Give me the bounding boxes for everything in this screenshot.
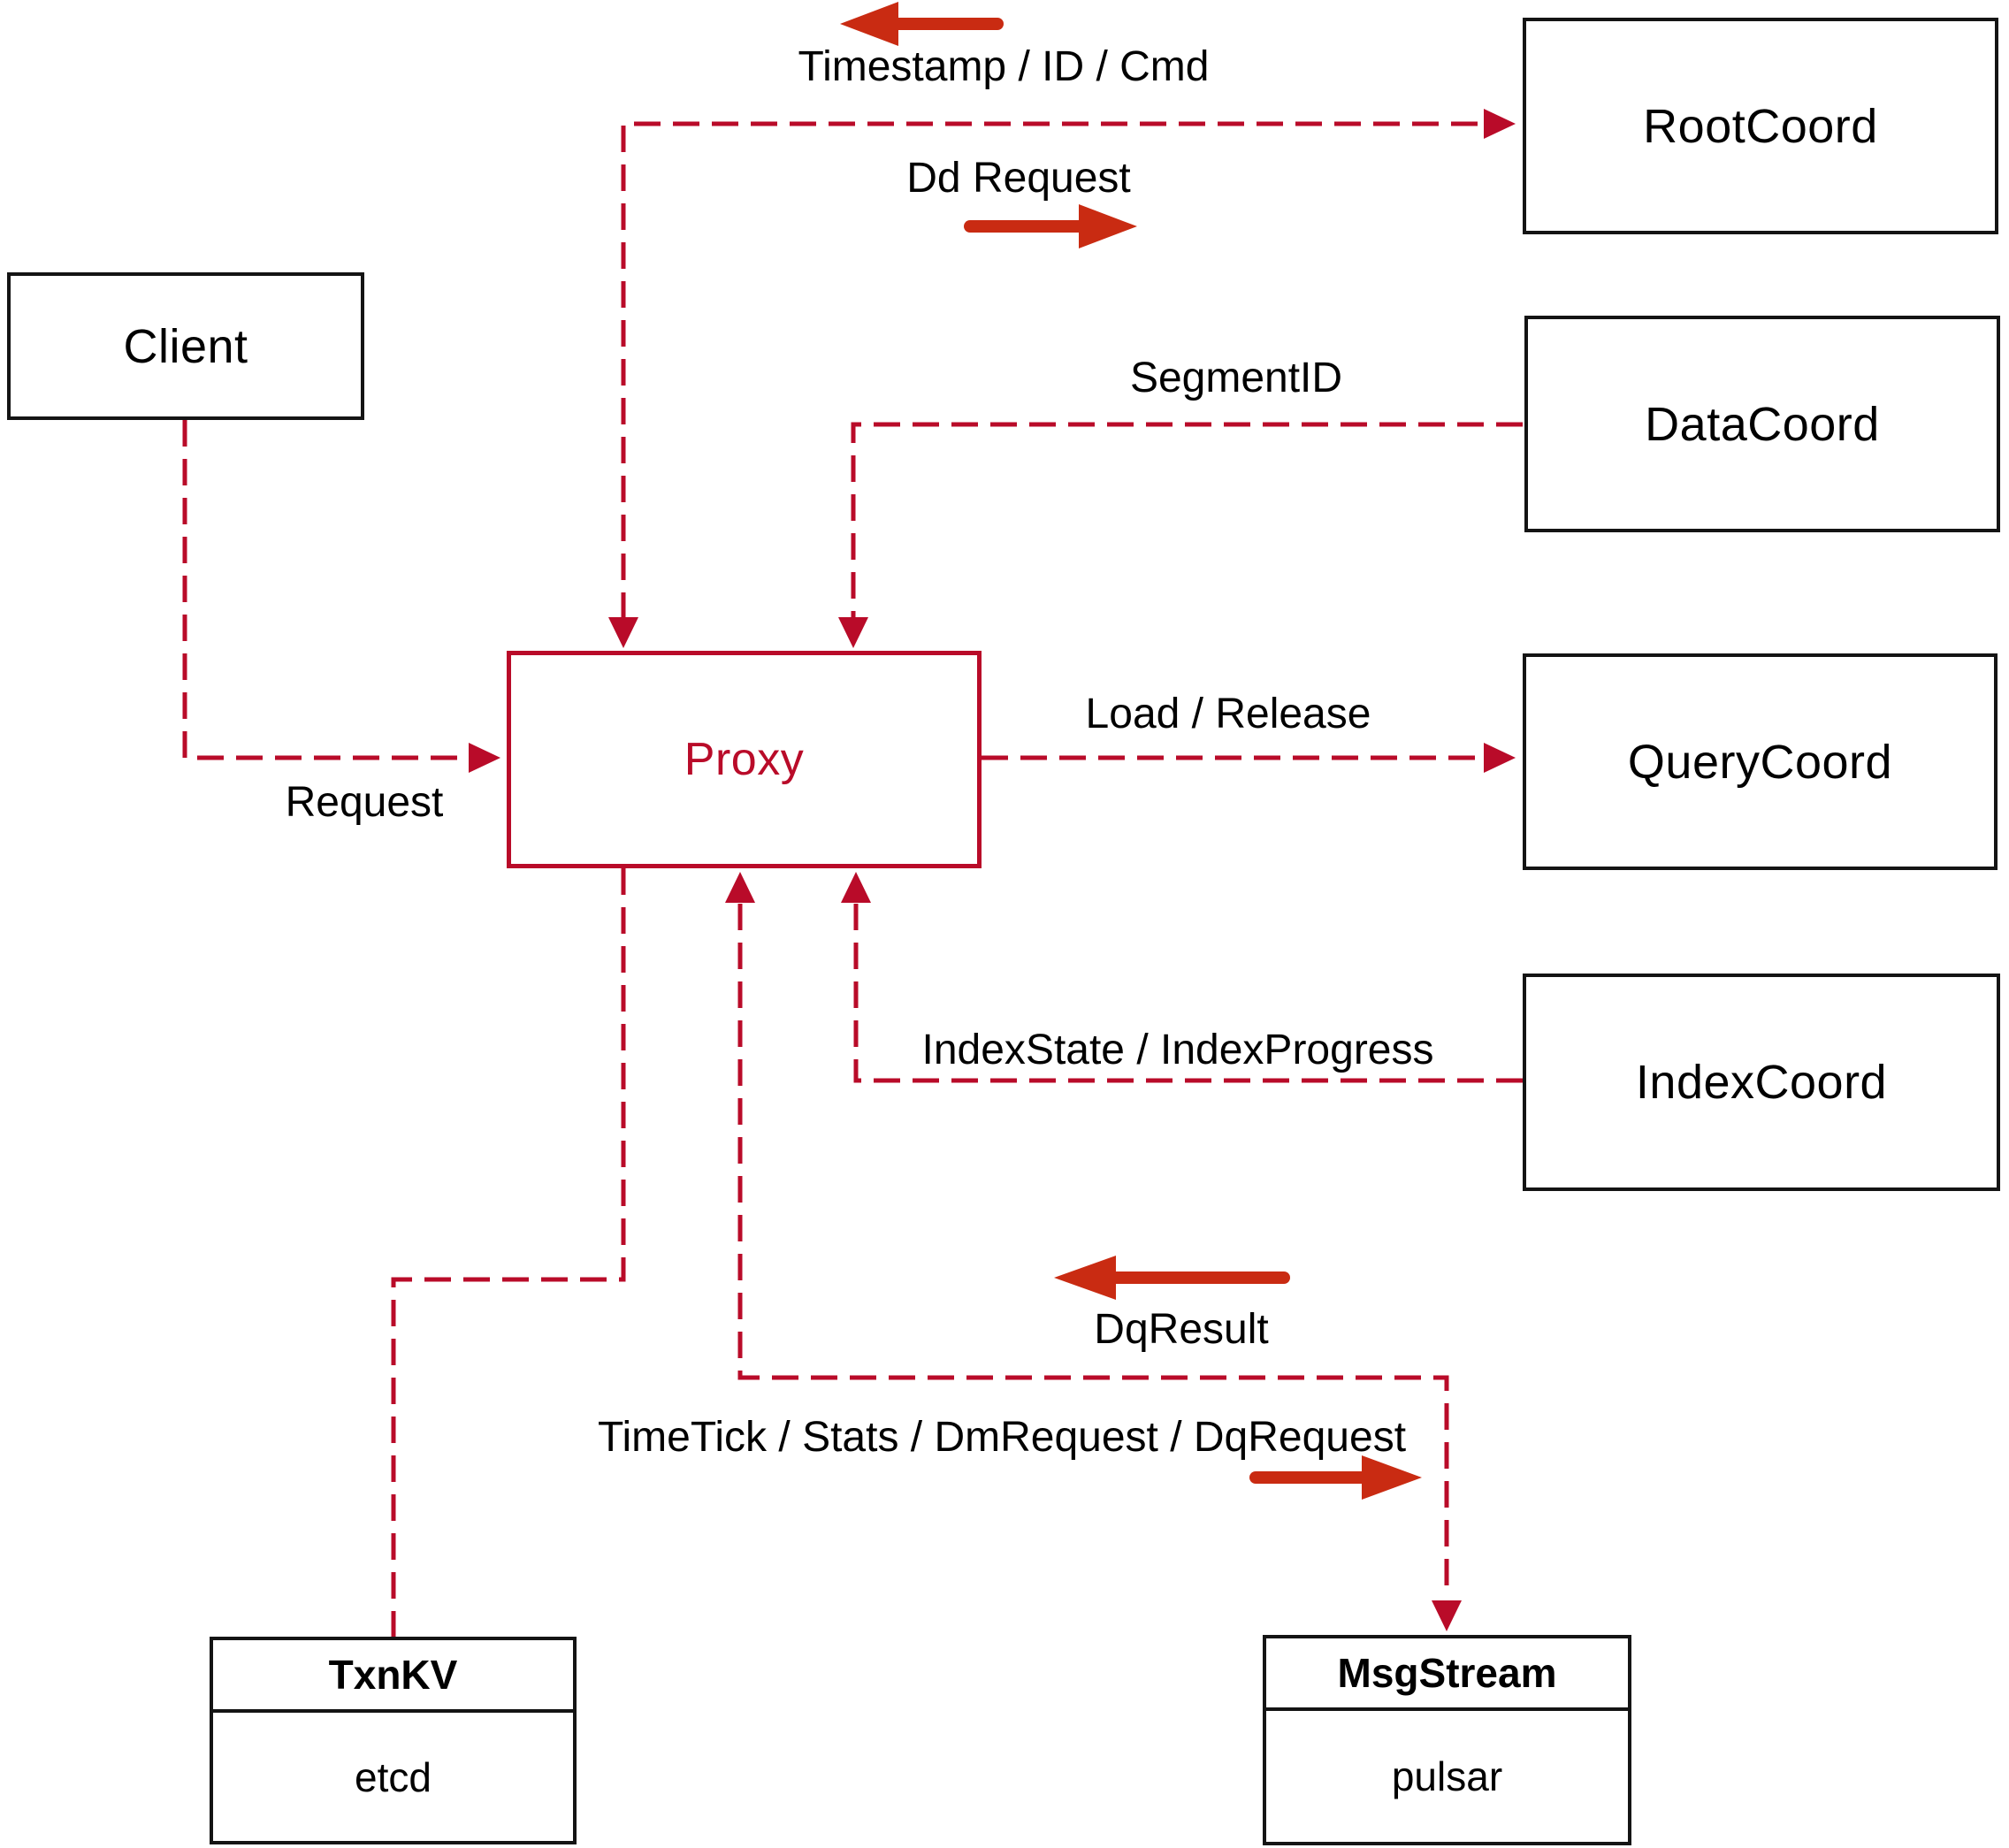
arrowhead-into-proxy-bottom-left-icon <box>725 872 755 903</box>
edge-arrowheads <box>469 109 1516 1631</box>
index-state-progress-label: IndexState / IndexProgress <box>921 1027 1434 1073</box>
arrowhead-into-rootcoord-icon <box>1484 109 1516 139</box>
indexcoord-label: IndexCoord <box>1635 1056 1888 1109</box>
arrowhead-into-msgstream-icon <box>1432 1600 1462 1631</box>
rootcoord-node: RootCoord <box>1523 18 1998 234</box>
arrowhead-into-proxy-top-right-icon <box>838 617 868 648</box>
proxy-node: Proxy <box>507 651 982 868</box>
timestamp-direction-arrow-left-icon <box>840 2 898 46</box>
arrowhead-into-proxy-left-icon <box>469 743 500 773</box>
querycoord-label: QueryCoord <box>1627 735 1893 789</box>
edge-indexcoord-proxy-line <box>853 904 1523 1083</box>
client-label: Client <box>123 319 248 373</box>
datacoord-node: DataCoord <box>1524 316 2000 532</box>
edge-proxy-txnkv-line <box>391 868 626 1637</box>
msgstream-node: MsgStream pulsar <box>1263 1635 1631 1845</box>
timestamp-id-cmd-label: Timestamp / ID / Cmd <box>798 43 1210 90</box>
edge-datacoord-proxy-line <box>851 422 1523 619</box>
direction-arrows <box>840 2 1422 1500</box>
dd-request-label: Dd Request <box>906 155 1131 202</box>
arrowhead-into-querycoord-icon <box>1484 743 1516 773</box>
edge-client-proxy-line <box>182 420 468 760</box>
dd-request-direction-arrow-right-icon <box>1079 204 1137 248</box>
txnkv-node: TxnKV etcd <box>210 1637 577 1844</box>
dq-result-label: DqResult <box>1094 1306 1269 1353</box>
msgstream-impl: pulsar <box>1391 1753 1503 1799</box>
datacoord-label: DataCoord <box>1645 397 1880 451</box>
txnkv-title: TxnKV <box>213 1640 573 1713</box>
time-tick-direction-arrow-right-icon <box>1362 1455 1422 1500</box>
rootcoord-label: RootCoord <box>1643 99 1878 153</box>
client-node: Client <box>7 272 364 420</box>
msgstream-title: MsgStream <box>1266 1638 1628 1711</box>
load-release-label: Load / Release <box>1085 691 1371 737</box>
proxy-label: Proxy <box>684 734 805 785</box>
indexcoord-node: IndexCoord <box>1523 974 2000 1191</box>
edge-proxy-rootcoord-line <box>621 121 1482 619</box>
segment-id-label: SegmentID <box>1129 355 1343 401</box>
edge-proxy-msgstream-line <box>737 904 1449 1597</box>
request-label: Request <box>285 779 444 826</box>
time-tick-label: TimeTick / Stats / DmRequest / DqRequest <box>597 1414 1407 1461</box>
arrowhead-into-proxy-top-left-icon <box>608 617 638 648</box>
dq-result-direction-arrow-left-icon <box>1054 1256 1116 1300</box>
querycoord-node: QueryCoord <box>1523 653 1998 870</box>
arrowhead-into-proxy-bottom-right-icon <box>841 872 871 903</box>
txnkv-impl: etcd <box>355 1753 432 1800</box>
